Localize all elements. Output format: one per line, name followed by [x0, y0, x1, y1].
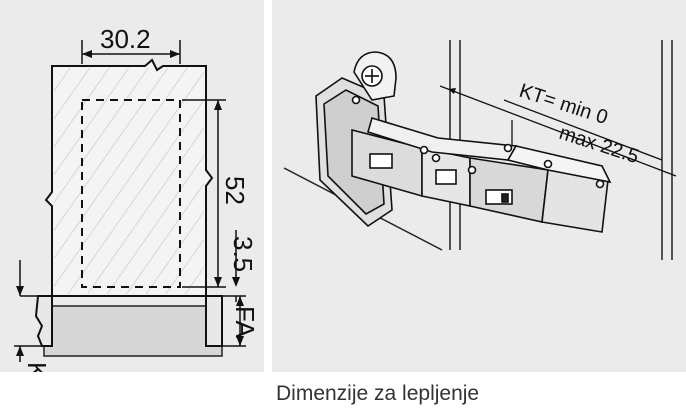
- cabinet-frame: [34, 295, 223, 357]
- offset-dimension: [232, 230, 240, 302]
- glass-door-dimension-drawing: 30.2 52 3.5 FA: [0, 0, 264, 372]
- fa-dimension-label: FA: [230, 306, 260, 338]
- height-dimension: [182, 99, 226, 288]
- glass-door-panel: [44, 58, 214, 297]
- fa-dimension: [222, 295, 246, 347]
- width-dimension-label: 30.2: [100, 24, 151, 54]
- width-dimension: [81, 40, 181, 64]
- hinge-perspective-svg: KT= min 0 max 22.5: [283, 40, 677, 260]
- kt-dimension-label: KT: [22, 362, 52, 372]
- height-dimension-label: 52: [220, 176, 250, 205]
- kt-dimension: [14, 260, 44, 362]
- hinge-cup-outline: [81, 99, 181, 288]
- glass-door-dimension-svg: 30.2 52 3.5 FA: [14, 24, 260, 372]
- hinge-body: [315, 51, 612, 233]
- hinge-perspective-drawing: KT= min 0 max 22.5: [272, 0, 686, 372]
- offset-dimension-label: 3.5: [228, 236, 258, 272]
- diagram-caption: Dimenzije za lepljenje: [276, 382, 480, 405]
